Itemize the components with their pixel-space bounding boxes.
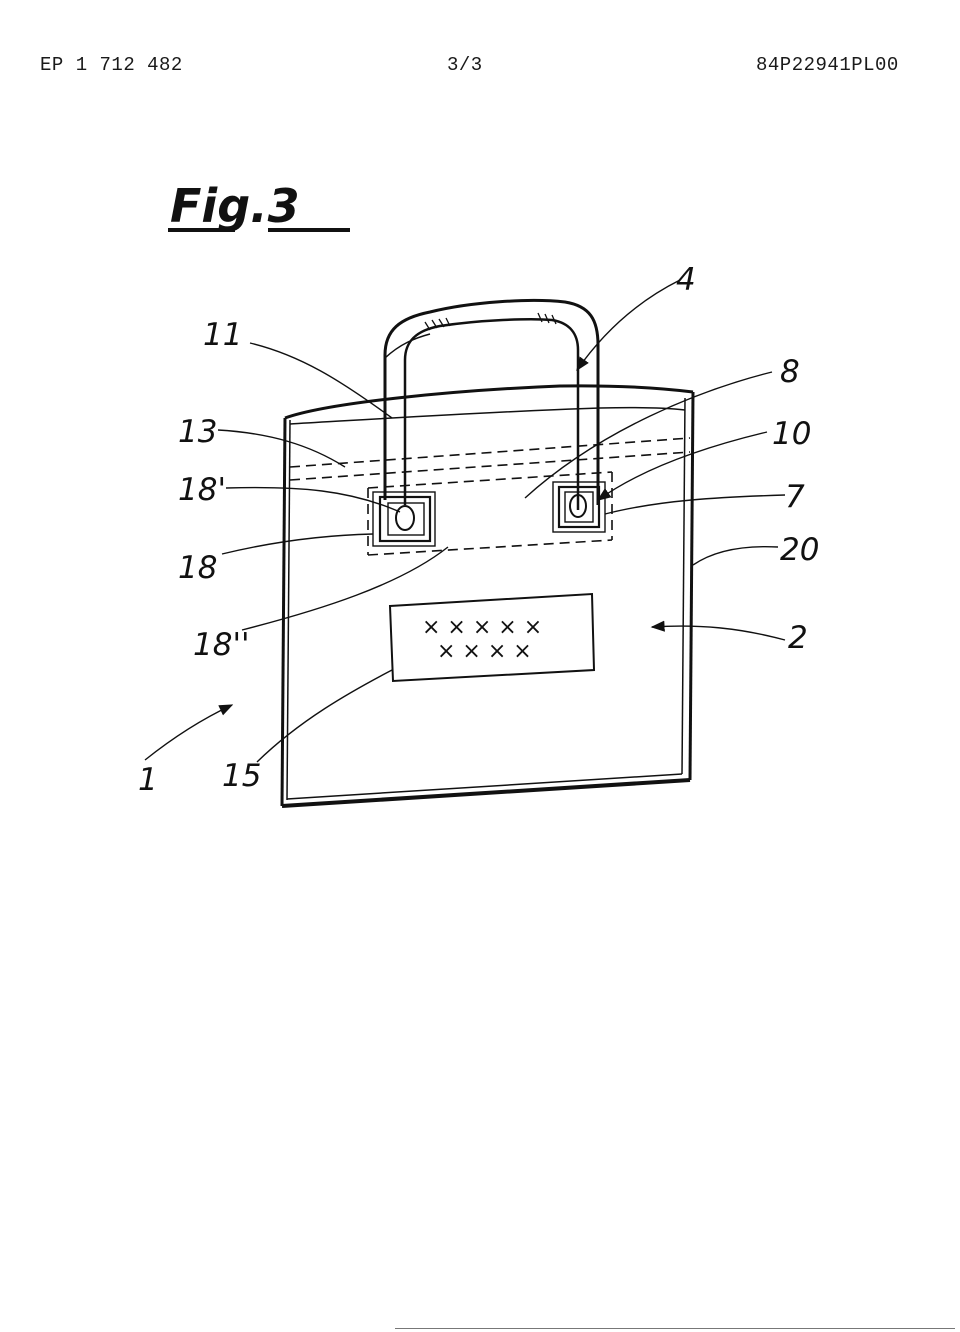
handle-shading-left <box>384 333 431 359</box>
bag-inner-fold <box>289 406 686 425</box>
label-marks-row2: × × × × <box>437 639 532 664</box>
strip-dash-4 <box>367 539 613 556</box>
leader-20 <box>692 545 779 566</box>
strip-dash-3 <box>367 471 613 489</box>
reinforcement-strip <box>289 437 691 556</box>
reference-numerals: 11 13 18' 18 18'' 1 15 4 8 10 7 20 2 <box>138 262 819 798</box>
leader-7 <box>604 494 786 515</box>
label-patch-outline <box>388 592 596 683</box>
bottom-rule <box>395 1328 955 1329</box>
handle-hatch-right <box>537 312 557 325</box>
bag-bottom-seam <box>286 773 683 800</box>
leader-8 <box>524 371 773 499</box>
figure-title: Fig.3 <box>170 179 300 233</box>
right-patch-outer <box>552 481 606 533</box>
label-10: 10 <box>772 416 811 452</box>
label-18pp: 18'' <box>193 627 250 663</box>
label-marks-row1: × × × × × <box>422 615 542 640</box>
handle-hatch-left <box>424 317 451 331</box>
right-patch-mid <box>557 485 601 529</box>
label-18p: 18' <box>178 472 226 508</box>
label-patch: × × × × × × × × × <box>388 592 596 683</box>
strip-dash-2 <box>289 451 691 481</box>
leader-18p <box>225 486 401 513</box>
bag <box>280 384 695 808</box>
handle <box>383 298 600 510</box>
label-13: 13 <box>178 414 217 450</box>
label-4: 4 <box>676 262 696 298</box>
left-patch-mid <box>378 495 432 543</box>
page-number: 3/3 <box>447 54 483 76</box>
leader-4 <box>576 279 681 372</box>
label-11: 11 <box>203 317 242 353</box>
leader-lines <box>144 279 786 763</box>
right-patch-inner <box>564 491 594 523</box>
publication-number: EP 1 712 482 <box>40 54 183 76</box>
leader-18 <box>221 533 374 555</box>
bag-top-edge <box>284 384 694 420</box>
label-20: 20 <box>780 532 819 568</box>
right-rivet-patch <box>552 481 606 533</box>
document-code: 84P22941PL00 <box>756 54 899 76</box>
bag-right-edge <box>688 391 695 781</box>
leader-10 <box>596 431 768 501</box>
label-1: 1 <box>138 762 158 798</box>
left-patch-inner <box>387 502 425 536</box>
bag-left-seam <box>286 419 291 801</box>
bag-bottom-edge <box>281 778 691 808</box>
right-rivet <box>569 494 587 518</box>
label-8: 8 <box>780 354 800 390</box>
label-7: 7 <box>785 479 805 515</box>
label-15: 15 <box>222 758 261 794</box>
leader-2 <box>650 620 786 641</box>
left-rivet <box>395 505 415 531</box>
label-2: 2 <box>788 620 808 656</box>
left-rivet-patch <box>372 491 436 547</box>
handle-outer <box>383 298 600 505</box>
leader-13 <box>217 429 346 468</box>
leader-15 <box>256 669 393 763</box>
handle-inner <box>403 318 580 510</box>
leader-1 <box>144 704 234 761</box>
bag-left-edge <box>280 417 287 807</box>
left-patch-outer <box>372 491 436 547</box>
leader-11 <box>249 342 393 419</box>
leader-18pp <box>241 546 449 631</box>
bag-right-seam <box>681 397 686 775</box>
strip-dash-1 <box>289 437 691 468</box>
label-18: 18 <box>178 550 217 586</box>
